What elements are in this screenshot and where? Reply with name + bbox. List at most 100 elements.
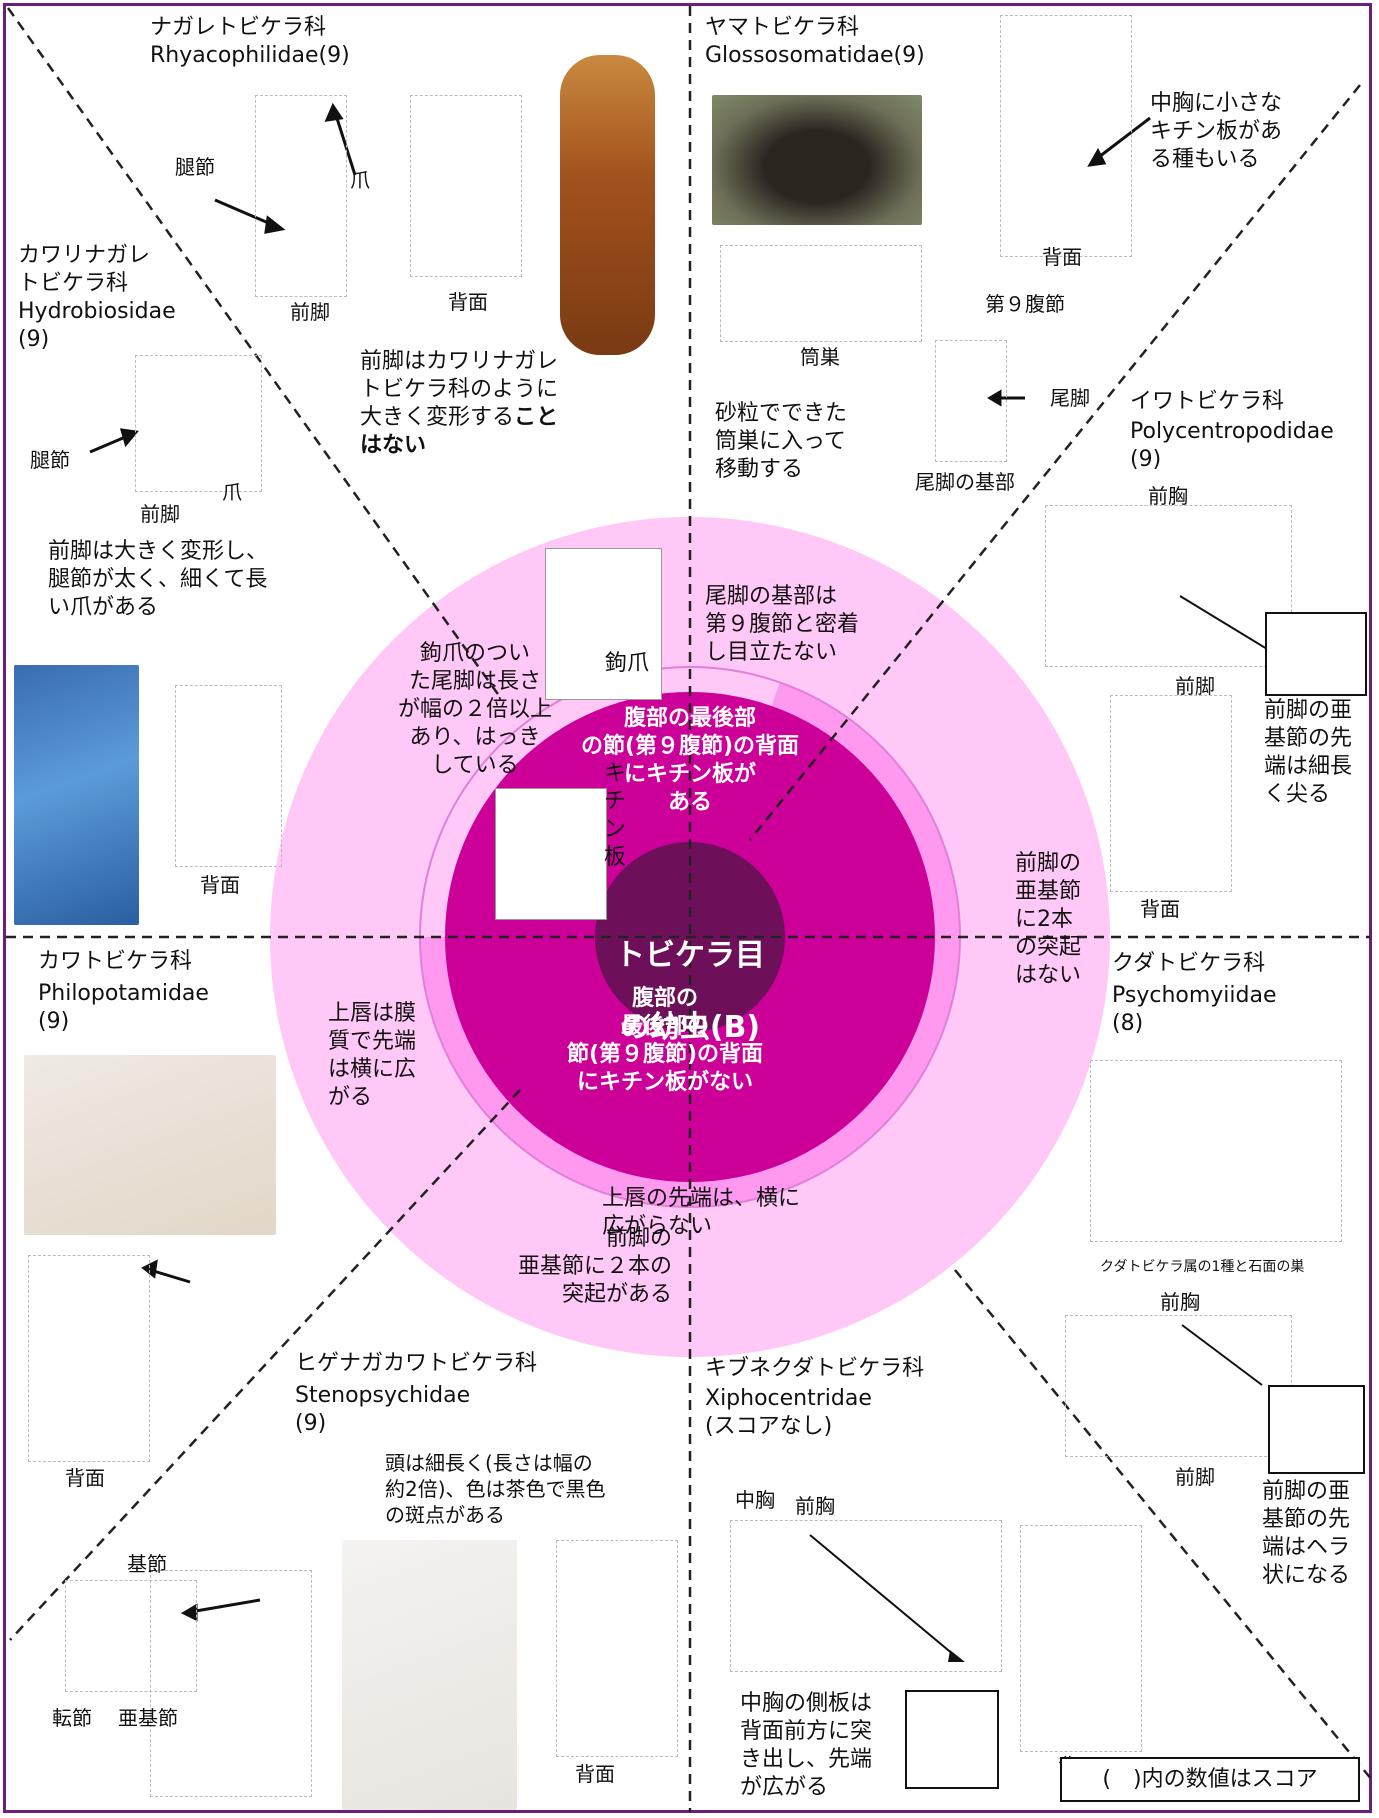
center-title: トビケラ目 の幼虫(B)	[600, 902, 780, 1046]
ring-text-upper-right: 尾脚の基部は 第９腹節と密着 し目立たない	[705, 584, 860, 665]
xipho-detail-inset	[905, 1690, 999, 1789]
psycho-name-jp: クダトビケラ科	[1112, 951, 1266, 976]
hook-label: 鉤爪	[605, 651, 650, 676]
divider-diag-lower-right	[954, 1269, 1373, 1781]
hydro-foreleg-sketch	[135, 355, 262, 492]
steno-leg-sketch	[65, 1580, 197, 1692]
ring-text-right: 前脚の 亜基節 に2本 の突起 はない	[1015, 851, 1082, 988]
rhyaco-femur-label: 腿節	[175, 155, 215, 179]
divider-diag-upper-left	[6, 7, 502, 698]
rhyaco-note: 前脚はカワリナガレ トビケラ科のように 大きく変形すること はない	[360, 348, 600, 460]
philo-dorsal-label: 背面	[65, 1466, 105, 1490]
ring-text-upper-left: 鉤爪のつい た尾脚は長さ が幅の２倍以上 あり、はっき している	[397, 641, 552, 778]
glosso-name-latin: Glossosomatidae(9)	[705, 43, 925, 68]
xipho-body-sketch	[730, 1520, 1002, 1672]
xipho-name-latin: Xiphocentridae (スコアなし)	[705, 1386, 872, 1439]
philo-name-jp: カワトビケラ科	[38, 949, 193, 974]
arrow-philo-head	[149, 1268, 191, 1284]
philo-larva-photo	[24, 1055, 276, 1235]
hydro-larva-photo	[14, 665, 139, 925]
ring-text-lower-bottom: 前脚の 亜基節に２本の 突起がある	[517, 1226, 672, 1307]
philo-name-latin: Philopotamidae (9)	[38, 981, 209, 1034]
steno-name-jp: ヒゲナガカワトビケラ科	[295, 1351, 538, 1376]
psycho-note: 前脚の亜 基節の先 端はヘラ 状になる	[1262, 1479, 1351, 1588]
steno-dorsal-sketch	[556, 1540, 678, 1757]
polycentro-name-jp: イワトビケラ科	[1130, 389, 1285, 414]
hydro-foreleg-label: 前脚	[140, 502, 180, 526]
rhyaco-claw-label: 爪	[350, 168, 370, 192]
chitin-label: キ チ ン 板	[604, 761, 627, 870]
steno-note: 頭は細長く(長さは幅の 約2倍)、色は茶色で黒色 の斑点がある	[385, 1451, 606, 1527]
polycentro-foreleg-label: 前脚	[1175, 674, 1215, 698]
arrow-steno	[189, 1598, 261, 1614]
arrow-mesothorax	[1094, 116, 1151, 162]
steno-dorsal-label: 背面	[575, 1762, 615, 1786]
hydro-note: 前脚は大きく変形し、 腿節が太く、細くて長 い爪がある	[48, 539, 269, 620]
rhyaco-note-bold: こと はない	[360, 405, 559, 458]
psycho-name-latin: Psychomyiidae (8)	[1112, 983, 1277, 1036]
steno-body-sketch	[150, 1570, 312, 1797]
glosso-proleg-sketch	[935, 340, 1007, 462]
steno-larva-photo	[342, 1540, 517, 1810]
chitin-plate-sketch	[495, 788, 607, 920]
inner-upper-text: 腹部の最後部 の節(第９腹節)の背面 にキチン板が ある	[580, 706, 800, 815]
center-line2: の幼虫(B)	[619, 1010, 761, 1045]
steno-trochanter-label: 転節	[52, 1706, 92, 1730]
divider-diag-lower-left	[9, 1089, 521, 1641]
polycentro-dorsal-label: 背面	[1140, 897, 1180, 921]
glosso-case-label: 筒巣	[800, 345, 840, 369]
pointer-psychomyiid	[1181, 1324, 1263, 1386]
steno-subbasal-label: 亜基節	[118, 1706, 178, 1730]
steno-basal-label: 基節	[127, 1552, 167, 1576]
xipho-dorsal-sketch	[1020, 1525, 1142, 1752]
xipho-name-jp: キブネクダトビケラ科	[705, 1356, 925, 1381]
philo-dorsal-sketch	[28, 1255, 150, 1462]
rhyaco-dorsal-label: 背面	[448, 290, 488, 314]
hydro-name-latin: Hydrobiosidae (9)	[18, 299, 176, 352]
hydro-claw-label: 爪	[222, 480, 242, 504]
glosso-proleg-base-label: 尾脚の基部	[915, 470, 1015, 494]
xipho-note: 中胸の側板は 背面前方に突 き出し、先端 が広がる	[740, 1691, 873, 1800]
inner-lower-text: 腹部の 最後部の 節(第９腹節)の背面 にキチン板がない	[566, 986, 764, 1095]
glosso-case-photo	[712, 95, 922, 225]
glosso-note: 砂粒でできた 筒巣に入って 移動する	[715, 401, 848, 482]
polycentro-body-sketch	[1045, 505, 1292, 667]
hydro-femur-label: 腿節	[30, 448, 70, 472]
pointer-xipho	[809, 1534, 961, 1661]
hydro-dorsal-sketch	[175, 685, 282, 867]
glosso-proleg-label: 尾脚	[1050, 386, 1090, 410]
page-frame	[3, 3, 1372, 1813]
center-line1: トビケラ目	[615, 938, 765, 973]
psycho-prothorax-label: 前胸	[1160, 1290, 1200, 1314]
polycentro-name-latin: Polycentropodidae (9)	[1130, 419, 1334, 472]
psycho-caption: クダトビケラ属の1種と石面の巣	[1100, 1259, 1305, 1275]
rhyaco-foreleg-label: 前脚	[290, 300, 330, 324]
psycho-thorax-sketch	[1065, 1315, 1292, 1457]
score-note: ( )内の数値はスコア	[1060, 1757, 1360, 1802]
psycho-foreleg-label: 前脚	[1175, 1465, 1215, 1489]
glosso-note2: 中胸に小さな キチン板があ る種もいる	[1150, 91, 1283, 172]
xipho-mesothorax-label: 中胸	[735, 1488, 775, 1512]
polycentro-note: 前脚の亜 基節の先 端は細長 く尖る	[1264, 698, 1353, 807]
polycentro-detail-inset	[1265, 612, 1367, 696]
glosso-seg9-label: 第９腹節	[985, 292, 1065, 316]
hook-proleg-sketch	[545, 548, 662, 700]
glosso-name-jp: ヤマトビケラ科	[705, 15, 860, 40]
polycentro-dorsal-sketch	[1110, 695, 1232, 892]
hydro-dorsal-label: 背面	[200, 873, 240, 897]
ring-text-lower-mid: 上唇の先端は、横に 広がらない	[602, 1186, 801, 1239]
rhyaco-note-text: 前脚はカワリナガレ トビケラ科のように 大きく変形する	[360, 349, 559, 430]
ring-text-lower-left: 上唇は膜 質で先端 は横に広 がる	[328, 1001, 417, 1110]
glosso-dorsal-sketch	[1000, 15, 1132, 257]
polycentro-prothorax-label: 前胸	[1148, 484, 1188, 508]
glosso-dorsal-label: 背面	[1042, 245, 1082, 269]
xipho-prothorax-label: 前胸	[795, 1494, 835, 1518]
rhyaco-foreleg-sketch	[255, 95, 347, 297]
divider-diag-upper-right	[749, 84, 1361, 841]
steno-name-latin: Stenopsychidae (9)	[295, 1383, 471, 1436]
glosso-case-sketch	[720, 245, 922, 342]
pointer-polycentro	[1179, 595, 1273, 653]
rhyaco-larva-photo	[560, 55, 655, 355]
rhyaco-name-jp: ナガレトビケラ科	[150, 15, 327, 40]
